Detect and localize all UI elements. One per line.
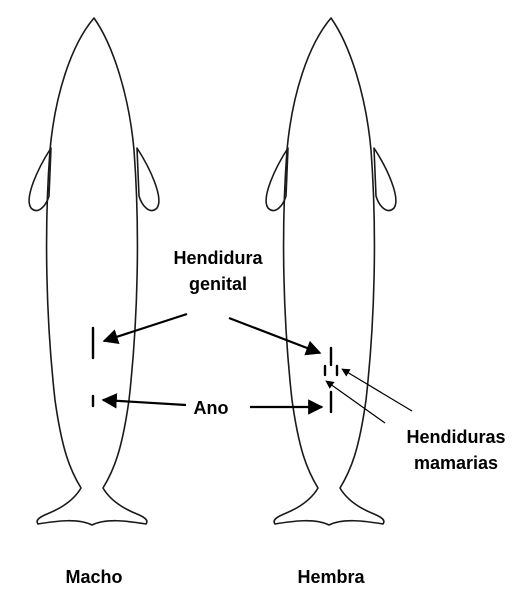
arrow-mammary-right [342,369,412,411]
arrow-mammary-left [326,381,385,423]
male-whale-body-outline [37,18,147,525]
genital-slit-label-line1: Hendidura [173,248,263,268]
arrow-genital-female [229,318,320,353]
female-caption: Hembra [297,567,365,587]
female-whale-figure [266,18,396,525]
female-right-flipper [374,148,396,210]
mammary-slits-label-line1: Hendiduras [406,427,505,447]
arrow-anus-male [103,400,186,405]
male-whale-figure [29,18,159,525]
anus-label: Ano [194,398,229,418]
male-right-flipper [137,148,159,210]
female-whale-body-outline [274,18,384,525]
arrow-genital-male [104,314,187,341]
mammary-slits-label-line2: mamarias [414,453,498,473]
male-caption: Macho [65,567,122,587]
genital-slit-label-line2: genital [189,274,247,294]
